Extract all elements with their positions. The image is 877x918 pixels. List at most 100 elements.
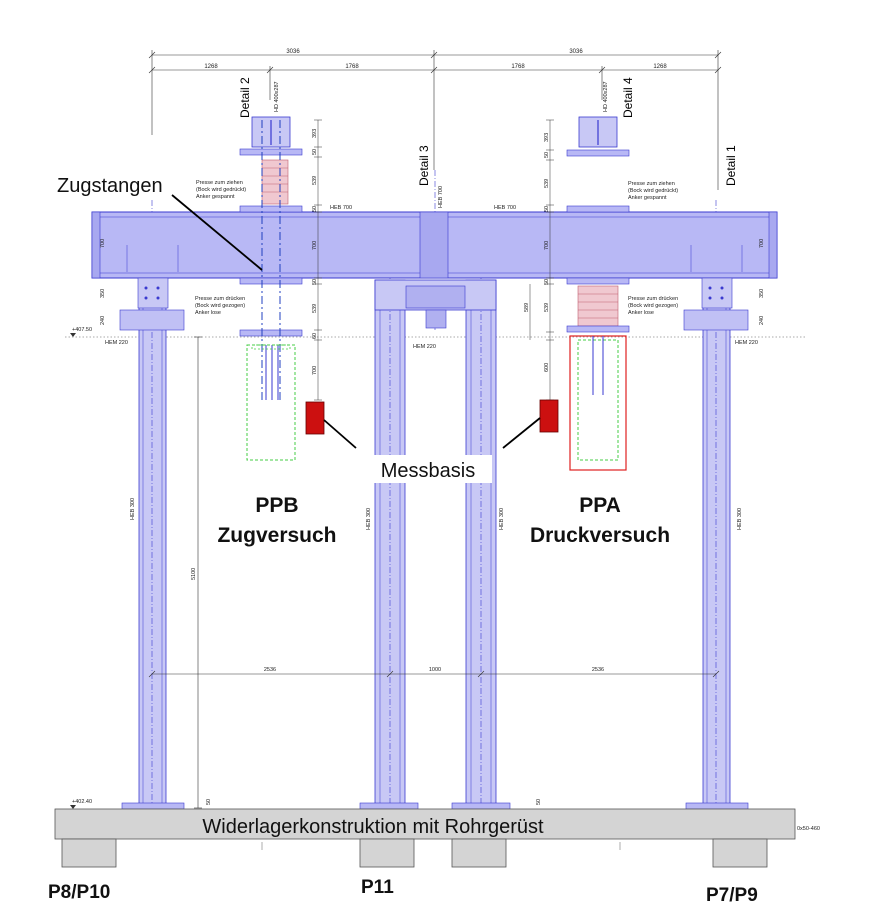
foundation-slab bbox=[54, 808, 796, 840]
note-pull-r3: Anker gespannt bbox=[628, 195, 667, 201]
dim-column-span-left: 2536 bbox=[264, 667, 276, 673]
dim-top-left-total: 3036 bbox=[286, 49, 300, 55]
dim-right-393: 393 bbox=[544, 133, 550, 142]
label-detail-2: Detail 2 bbox=[238, 77, 252, 118]
label-heb300-3: HEB 300 bbox=[499, 508, 505, 530]
messbasis-leader-left bbox=[323, 419, 357, 449]
level-upper: +407.50 bbox=[72, 327, 92, 333]
mid-bearing bbox=[425, 309, 447, 329]
pier-block-p11-b bbox=[451, 838, 507, 868]
dim-right-539b: 539 bbox=[544, 303, 550, 312]
beam-splice bbox=[419, 211, 449, 279]
note-push-r3: Anker lose bbox=[628, 310, 654, 316]
messbasis-left-marker bbox=[305, 401, 325, 435]
label-heb700-b: HEB 700 bbox=[494, 205, 516, 211]
dim-right-50a: 50 bbox=[544, 152, 550, 158]
label-heb300-2: HEB 300 bbox=[366, 508, 372, 530]
note-pull-r2: (Bock wird gedrückt) bbox=[628, 188, 678, 194]
left-vertical-dims bbox=[314, 119, 322, 401]
dim-seg-3: 1768 bbox=[511, 64, 525, 70]
note-push-l3: Anker lose bbox=[195, 310, 221, 316]
label-hem220-mid: HEM 220 bbox=[413, 344, 436, 350]
left-bearing-bolts bbox=[144, 286, 160, 300]
dim-left-60: 60 bbox=[312, 333, 318, 339]
dim-bearing-350-left: 350 bbox=[100, 289, 106, 298]
label-hd-right: HD 400x287 bbox=[603, 81, 609, 112]
dim-left-700a: 700 bbox=[312, 241, 318, 250]
dim-seg-1: 1268 bbox=[204, 64, 218, 70]
column-right bbox=[702, 277, 731, 806]
left-anchor-plate bbox=[239, 329, 303, 337]
left-tie-rods bbox=[261, 120, 281, 400]
label-p11: P11 bbox=[361, 877, 394, 898]
right-beam-top-plate bbox=[566, 205, 630, 213]
zugstangen-leader bbox=[171, 194, 263, 271]
dim-right-539a: 539 bbox=[544, 179, 550, 188]
beam-end-right bbox=[768, 211, 778, 279]
label-p8p10: P8/P10 bbox=[48, 882, 110, 903]
label-detail-4: Detail 4 bbox=[621, 77, 635, 118]
dim-left-393: 393 bbox=[312, 129, 318, 138]
left-bearing-upper bbox=[137, 277, 169, 309]
label-hem220-left: HEM 220 bbox=[105, 340, 128, 346]
dim-left-539a: 539 bbox=[312, 176, 318, 185]
label-ppa: PPA bbox=[579, 494, 621, 517]
note-pull-l1: Presse zum ziehen bbox=[196, 180, 243, 186]
right-bearing-lower bbox=[683, 309, 749, 331]
left-top-plate bbox=[239, 148, 303, 156]
pier-block-p7p9 bbox=[712, 838, 768, 868]
column-flange-lines bbox=[142, 278, 727, 805]
note-push-l1: Presse zum drücken bbox=[195, 296, 245, 302]
left-anchor-bars bbox=[265, 345, 279, 400]
dim-column-span-mid: 1000 bbox=[429, 667, 441, 673]
base-plates bbox=[121, 802, 749, 810]
label-heb300-4: HEB 300 bbox=[737, 508, 743, 530]
dim-top-right-total: 3036 bbox=[569, 49, 583, 55]
label-hem220-right: HEM 220 bbox=[735, 340, 758, 346]
dim-left-50c: 50 bbox=[312, 279, 318, 285]
right-bearing-bolts bbox=[708, 286, 724, 300]
level-marker-upper bbox=[70, 333, 76, 337]
mid-frame-plate bbox=[405, 285, 466, 309]
label-heb700-a: HEB 700 bbox=[330, 205, 352, 211]
dim-beam-700-right: 700 bbox=[759, 239, 765, 248]
dim-bearing-240-right: 240 bbox=[759, 316, 765, 325]
messbasis-label-bg bbox=[362, 455, 492, 483]
label-heb700-c: HEB 700 bbox=[438, 186, 444, 208]
top-dimension-chain bbox=[148, 50, 722, 190]
label-messbasis: Messbasis bbox=[381, 460, 475, 482]
dim-bearing-240-left: 240 bbox=[100, 316, 106, 325]
note-pull-l2: (Bock wird gedrückt) bbox=[196, 187, 246, 193]
ppa-label-bg bbox=[510, 490, 690, 550]
level-lower: +402.40 bbox=[72, 799, 92, 805]
beam-stiffeners bbox=[126, 245, 743, 272]
left-beam-top-plate bbox=[239, 205, 303, 213]
dim-left-50a: 50 bbox=[312, 149, 318, 155]
dim-seg-2: 1768 bbox=[345, 64, 359, 70]
pier-blocks bbox=[61, 838, 768, 868]
note-push-l2: (Bock wird gezogen) bbox=[195, 303, 245, 309]
label-zugstangen: Zugstangen bbox=[57, 175, 163, 197]
dim-right-600: 600 bbox=[544, 363, 550, 372]
label-druckversuch: Druckversuch bbox=[530, 524, 670, 547]
left-pile-green bbox=[246, 344, 296, 461]
right-anchor-bars bbox=[592, 336, 604, 395]
left-jack bbox=[261, 159, 289, 205]
right-jack-lines bbox=[578, 293, 618, 319]
right-pile-red bbox=[569, 335, 627, 471]
dim-base-50-left: 50 bbox=[206, 799, 212, 805]
right-jack bbox=[577, 285, 619, 327]
dim-bearing-350-right: 350 bbox=[759, 289, 765, 298]
dim-left-539b: 539 bbox=[312, 304, 318, 313]
label-heb300-1: HEB 300 bbox=[130, 498, 136, 520]
note-pull-r1: Presse zum ziehen bbox=[628, 181, 675, 187]
label-detail-1: Detail 1 bbox=[724, 145, 738, 186]
left-beam-bottom-plate bbox=[239, 277, 303, 285]
beam-end-left bbox=[91, 211, 101, 279]
label-ppb: PPB bbox=[255, 494, 298, 517]
label-zugversuch: Zugversuch bbox=[217, 524, 336, 547]
left-bearing-lower bbox=[119, 309, 185, 331]
note-pull-l3: Anker gespannt bbox=[196, 194, 235, 200]
label-detail-3: Detail 3 bbox=[417, 145, 431, 186]
dim-base-50-right: 50 bbox=[536, 799, 542, 805]
